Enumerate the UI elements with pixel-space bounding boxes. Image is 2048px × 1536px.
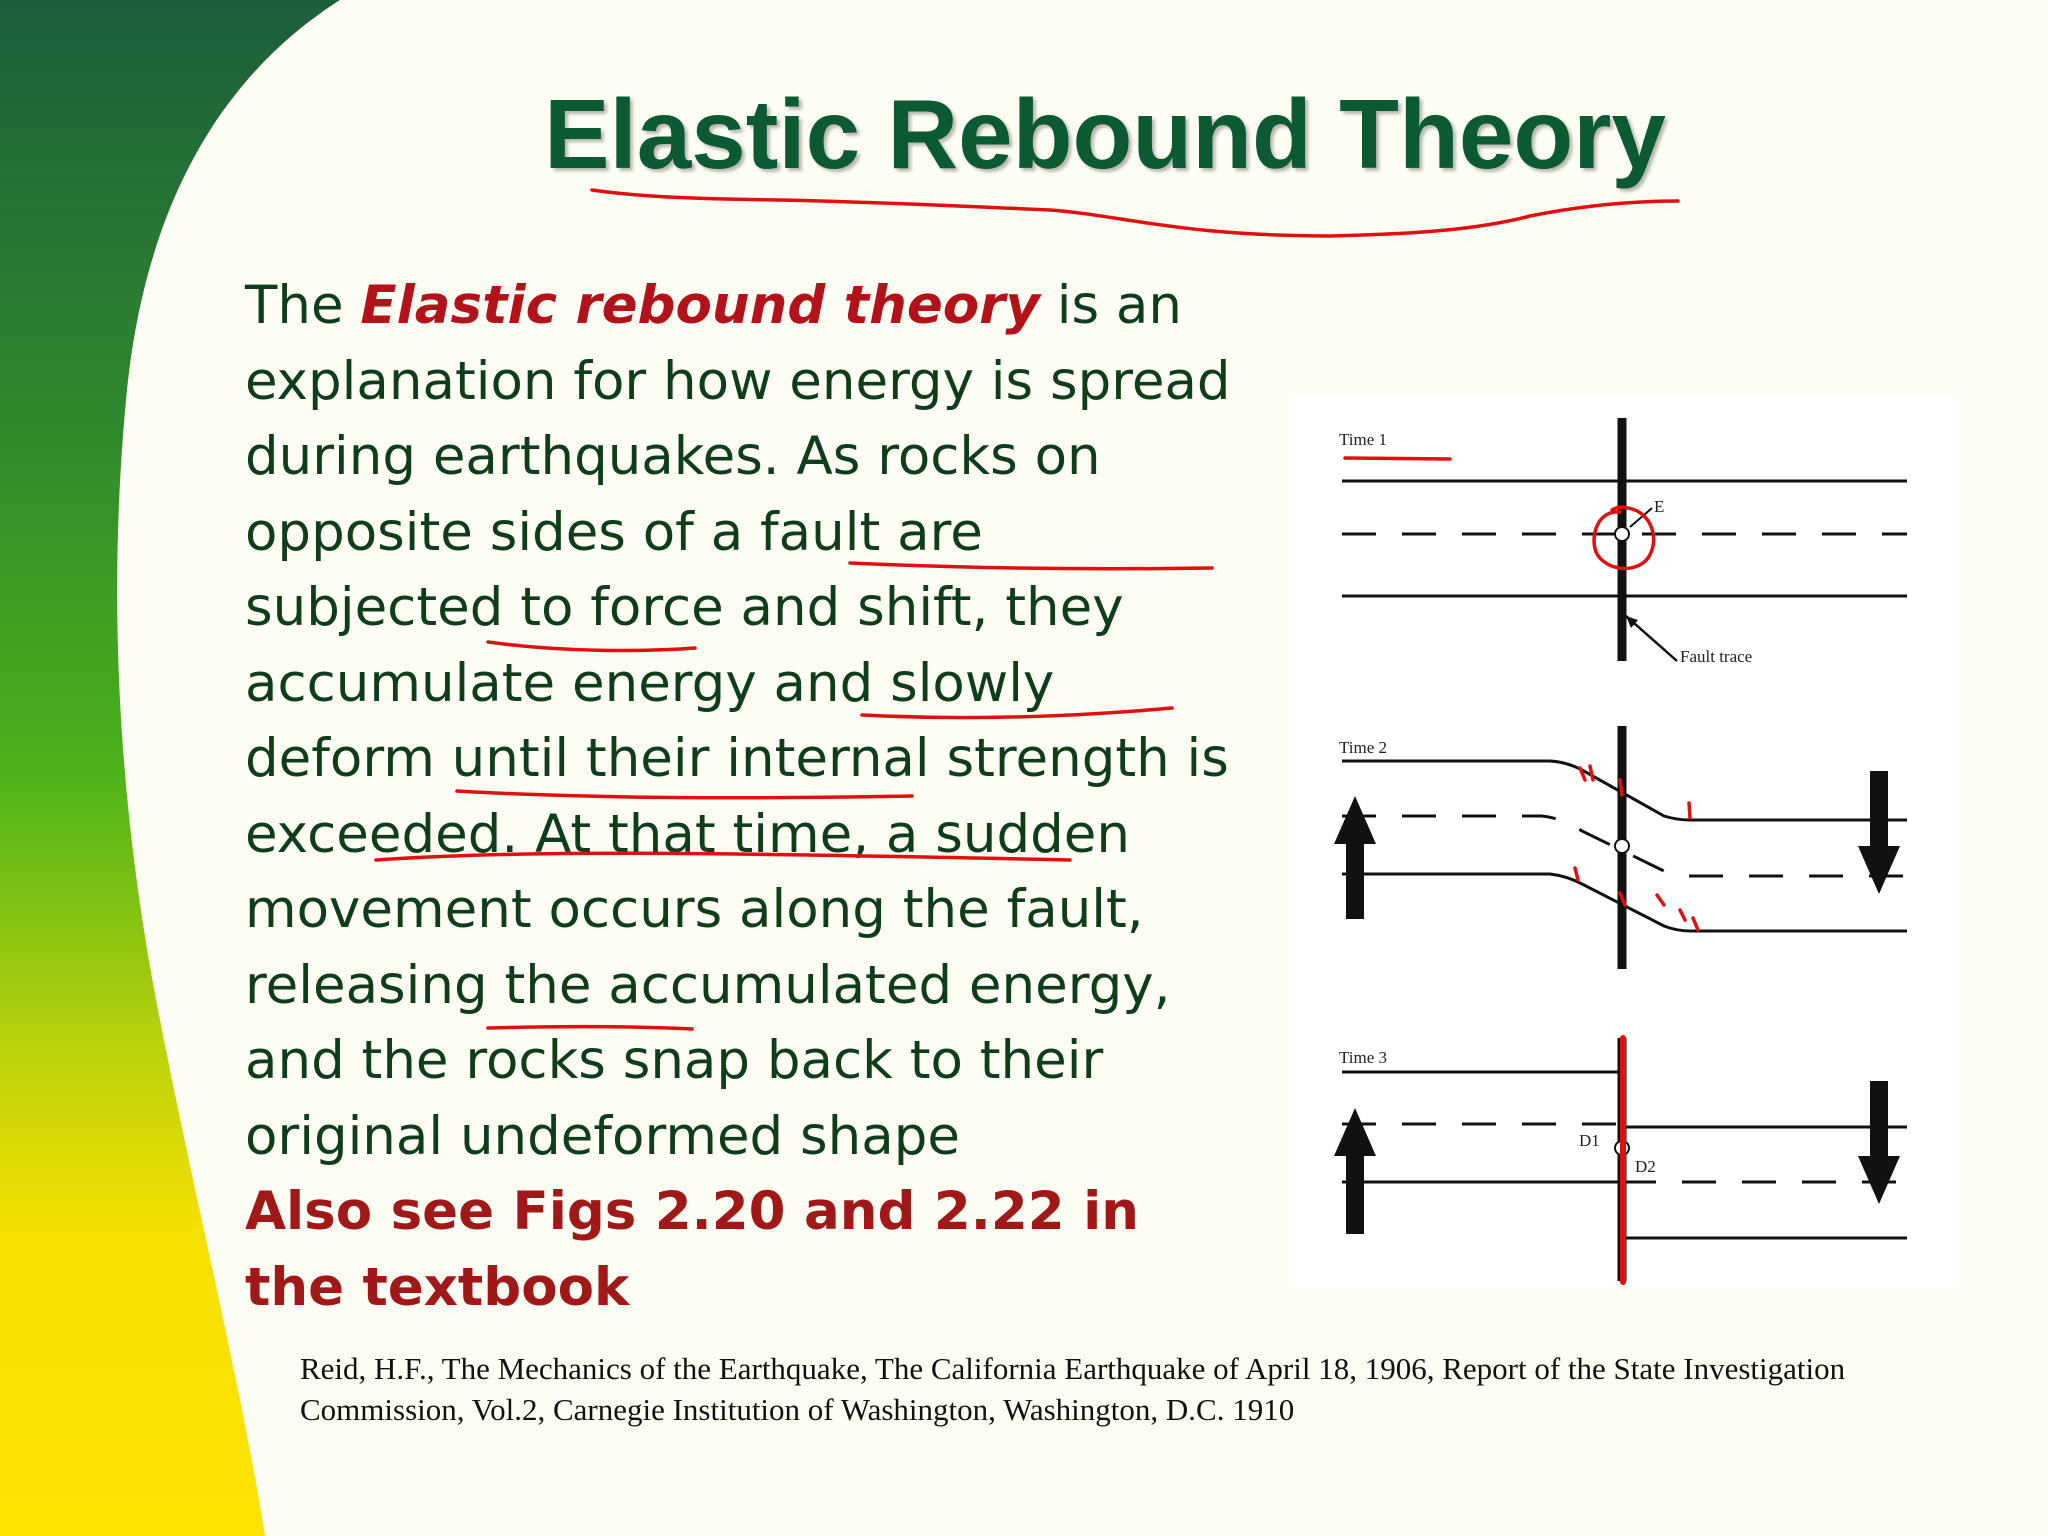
panel3-label-d2: D2	[1635, 1157, 1656, 1176]
panel3-label: Time 3	[1339, 1048, 1387, 1067]
panel1-fault-label: Fault trace	[1680, 647, 1752, 666]
elastic-rebound-figure: Time 1 E Fault trace Time 2 Time 3	[1292, 396, 1957, 1288]
panel-time-2: Time 2	[1334, 726, 1907, 969]
slide-title: Elastic Rebound Theory	[544, 79, 1666, 189]
body-paragraph: The Elastic rebound theory is an explana…	[245, 268, 1250, 1325]
panel-time-3: Time 3 D1 D2	[1334, 1038, 1907, 1281]
see-also-note: Also see Figs 2.20 and 2.22 in the textb…	[245, 1181, 1140, 1318]
body-intro: The	[245, 275, 361, 336]
panel-time-1: Time 1 E Fault trace	[1339, 418, 1907, 666]
panel1-point-label: E	[1654, 497, 1664, 516]
panel2-label: Time 2	[1339, 738, 1387, 757]
citation: Reid, H.F., The Mechanics of the Earthqu…	[300, 1351, 1846, 1427]
panel1-label: Time 1	[1339, 430, 1387, 449]
body-text-rest: is an explanation for how energy is spre…	[245, 275, 1231, 1167]
key-term: Elastic rebound theory	[360, 275, 1040, 336]
panel3-label-d1: D1	[1579, 1131, 1600, 1150]
